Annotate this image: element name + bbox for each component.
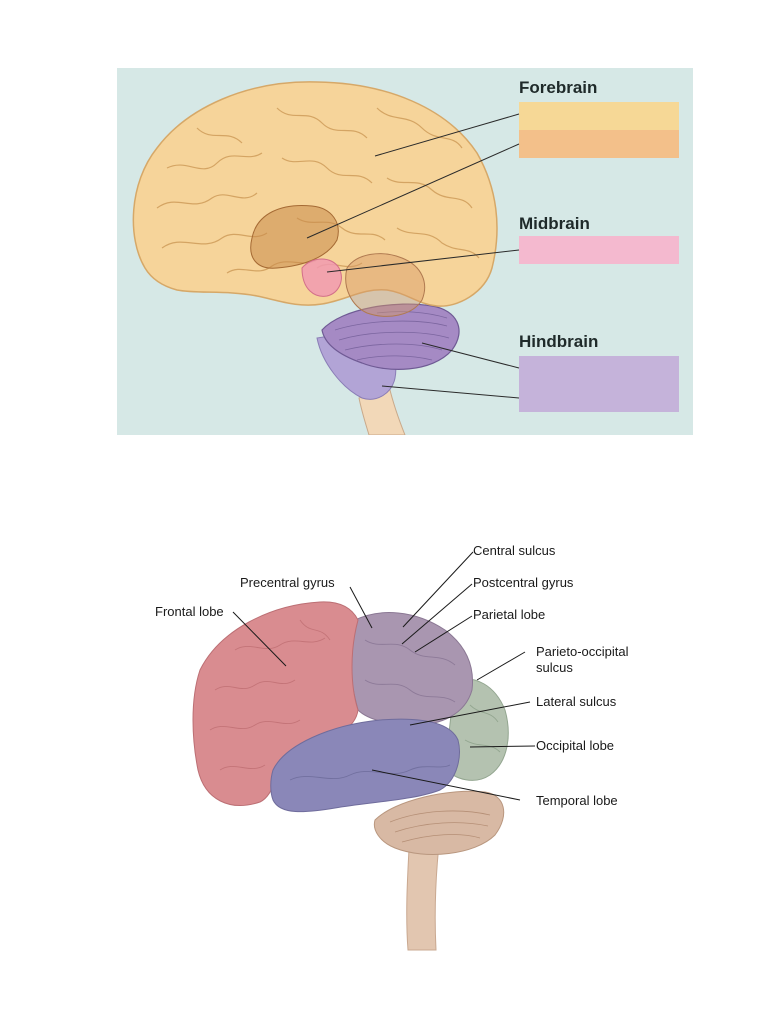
parieto-occipital-label: Parieto-occipital xyxy=(536,644,629,659)
limbic-structure xyxy=(250,204,339,269)
forebrain-box-1 xyxy=(519,102,679,132)
leader-lines xyxy=(306,113,520,399)
lobe-gyri xyxy=(209,619,501,781)
leader-lines xyxy=(232,551,536,801)
brain-lobes-figure: Central sulcus Precentral gyrus Postcent… xyxy=(140,530,660,970)
hindbrain-heading: Hindbrain xyxy=(519,332,599,351)
forebrain-heading: Forebrain xyxy=(519,78,598,97)
midbrain xyxy=(301,258,342,297)
parietal-lobe xyxy=(348,612,474,726)
central-sulcus-label: Central sulcus xyxy=(473,543,556,558)
parietal-lobe-label: Parietal lobe xyxy=(473,607,546,622)
parieto-occipital-sulcus-label: sulcus xyxy=(536,660,573,675)
brainstem xyxy=(406,829,441,951)
temporal-lobe xyxy=(270,718,460,813)
lateral-sulcus-label: Lateral sulcus xyxy=(536,694,617,709)
midbrain-box xyxy=(519,236,679,264)
precentral-gyrus-label: Precentral gyrus xyxy=(240,575,335,590)
occipital-lobe-label: Occipital lobe xyxy=(536,738,615,753)
hindbrain-box xyxy=(519,356,679,412)
cerebrum xyxy=(132,81,498,307)
forebrain-box-2 xyxy=(519,130,679,158)
cerebellum-folia xyxy=(389,810,491,843)
temporal-lobe-label: Temporal lobe xyxy=(536,793,618,808)
postcentral-gyrus-label: Postcentral gyrus xyxy=(473,575,574,590)
midbrain-heading: Midbrain xyxy=(519,214,590,233)
cerebellum-folia xyxy=(334,311,450,361)
cerebellum xyxy=(321,303,460,370)
sagittal-brain-illustration xyxy=(132,81,679,435)
diencephalon xyxy=(345,253,426,317)
brain-regions-figure: Forebrain Midbrain Hindbrain xyxy=(117,68,693,435)
frontal-lobe-label: Frontal lobe xyxy=(155,604,224,619)
lateral-brain-illustration xyxy=(192,551,536,951)
